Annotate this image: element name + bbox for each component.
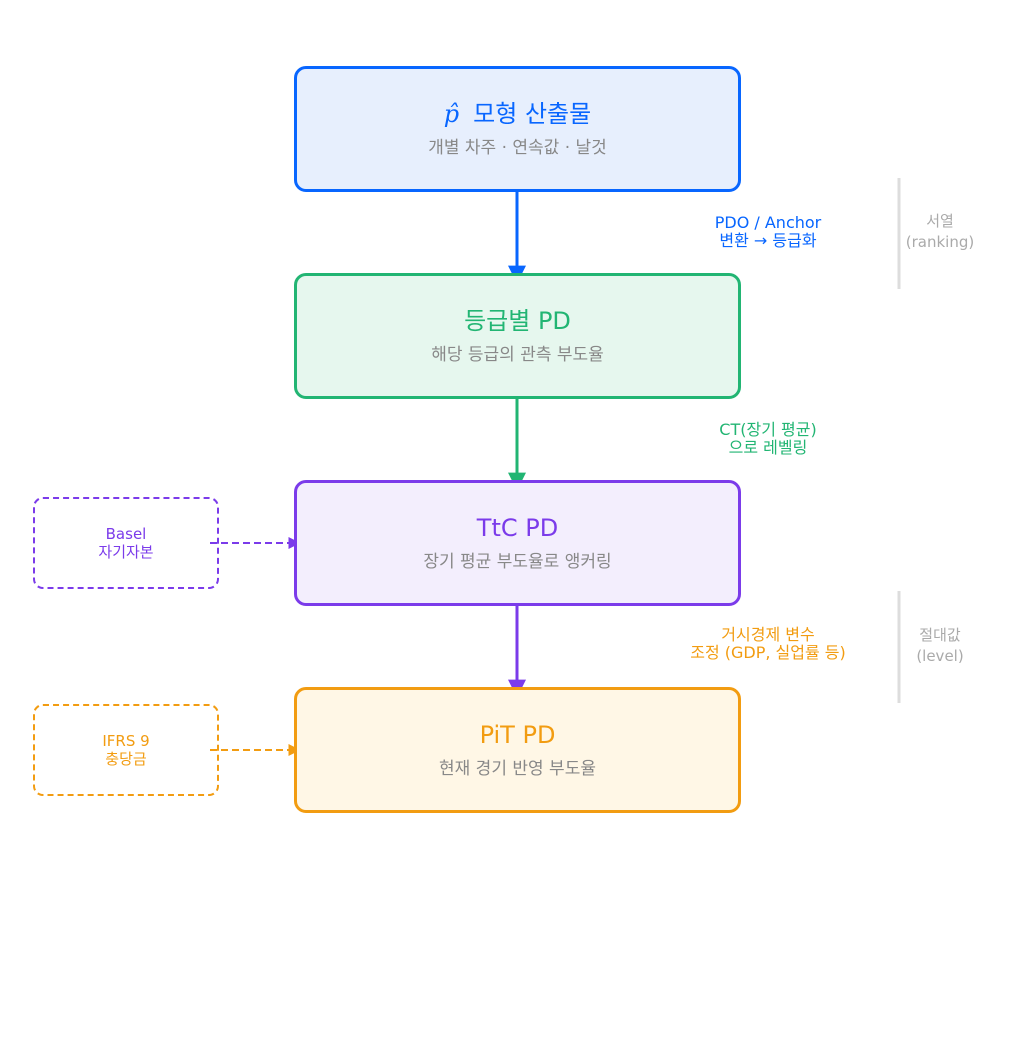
p-hat-symbol: p̂ bbox=[443, 100, 460, 128]
step1-note-line1: PDO / Anchor bbox=[714, 213, 822, 232]
pit-pd-subtitle: 현재 경기 반영 부도율 bbox=[439, 759, 596, 779]
phase-level-line1: 절대값 bbox=[919, 626, 961, 644]
pit-pd-title: PiT PD bbox=[479, 721, 556, 749]
step3-note: 거시경제 변수 조정 (GDP, 실업률 등) bbox=[658, 626, 878, 662]
step2-note: CT(장기 평균) 으로 레벨링 bbox=[668, 421, 868, 457]
step2-note-line2: 으로 레벨링 bbox=[728, 438, 808, 457]
phase-ranking-line2: (ranking) bbox=[905, 233, 975, 251]
ttc-pd-title: TtC PD bbox=[476, 514, 559, 542]
basel-box: Basel 자기자본 bbox=[33, 497, 219, 589]
step1-note: PDO / Anchor 변환 → 등급화 bbox=[668, 214, 868, 250]
model-output-title: p̂ 모형 산출물 bbox=[444, 99, 591, 129]
basel-sublabel: 자기자본 bbox=[98, 543, 154, 561]
pit-pd-box: PiT PD 현재 경기 반영 부도율 bbox=[294, 687, 741, 813]
model-output-title-text: 모형 산출물 bbox=[473, 100, 592, 128]
step3-note-line1: 거시경제 변수 bbox=[721, 625, 815, 644]
model-output-subtitle: 개별 차주 · 연속값 · 날것 bbox=[428, 138, 607, 158]
step1-note-line2: 변환 → 등급화 bbox=[719, 231, 817, 250]
ifrs9-sublabel: 충당금 bbox=[105, 750, 147, 768]
model-output-box: p̂ 모형 산출물 개별 차주 · 연속값 · 날것 bbox=[294, 66, 741, 192]
ttc-pd-box: TtC PD 장기 평균 부도율로 앵커링 bbox=[294, 480, 741, 606]
phase-level-line2: (level) bbox=[916, 647, 964, 665]
grade-pd-subtitle: 해당 등급의 관측 부도율 bbox=[431, 345, 604, 365]
phase-level-label: 절대값 (level) bbox=[900, 625, 980, 667]
phase-ranking-label: 서열 (ranking) bbox=[900, 211, 980, 253]
step3-note-line2: 조정 (GDP, 실업률 등) bbox=[690, 643, 846, 662]
ttc-pd-subtitle: 장기 평균 부도율로 앵커링 bbox=[423, 552, 612, 572]
grade-pd-title: 등급별 PD bbox=[464, 307, 571, 335]
ifrs9-label: IFRS 9 bbox=[102, 732, 150, 750]
ifrs9-box: IFRS 9 충당금 bbox=[33, 704, 219, 796]
basel-label: Basel bbox=[105, 525, 147, 543]
grade-pd-box: 등급별 PD 해당 등급의 관측 부도율 bbox=[294, 273, 741, 399]
step2-note-line1: CT(장기 평균) bbox=[719, 420, 817, 439]
phase-ranking-line1: 서열 bbox=[926, 212, 954, 230]
